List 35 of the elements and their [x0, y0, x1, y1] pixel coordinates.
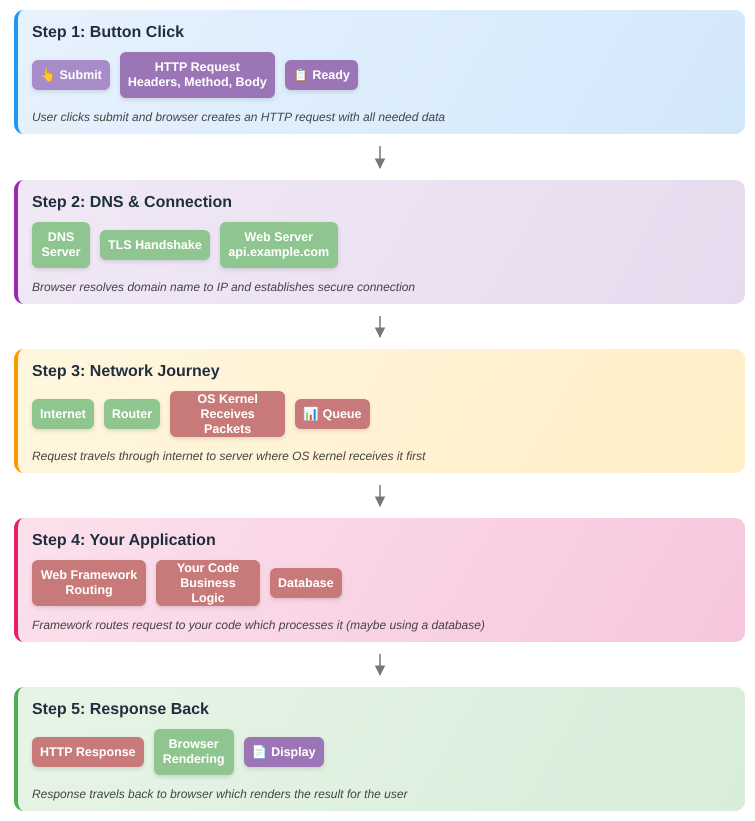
component-tag: Internet	[32, 399, 94, 429]
component-tag: TLS Handshake	[100, 230, 210, 260]
component-tag: Web Framework Routing	[32, 560, 146, 606]
card-title: Step 2: DNS & Connection	[32, 194, 232, 212]
component-tag: 📄 Display	[244, 737, 324, 767]
description-text: Framework routes request to your code which processes it (maybe using a database)	[32, 618, 485, 632]
arrow	[374, 485, 386, 508]
step-card	[14, 687, 745, 811]
card-title: Step 4: Your Application	[32, 532, 216, 550]
card-title: Step 3: Network Journey	[32, 363, 220, 381]
description-text: User clicks submit and browser creates an HTTP request with all needed data	[32, 110, 446, 124]
step-card	[14, 518, 745, 642]
arrow	[374, 316, 386, 338]
component-tag: Database	[270, 568, 342, 598]
component-tag: Router	[104, 399, 160, 429]
component-tag: HTTP Request Headers, Method, Body	[120, 52, 275, 98]
step-card	[14, 349, 745, 473]
step-card	[14, 180, 745, 304]
arrow	[374, 146, 386, 170]
component-tag: Your Code Business Logic	[156, 560, 260, 606]
card-title: Step 1: Button Click	[32, 24, 184, 42]
description-text: Request travels through internet to server where OS kernel receives it first	[32, 449, 426, 463]
component-tag: 📊 Queue	[295, 399, 370, 429]
component-tag: DNS Server	[32, 222, 90, 268]
component-tag: 📋 Ready	[284, 60, 358, 90]
component-tag: Web Server api.example.com	[220, 222, 338, 268]
description-text: Browser resolves domain name to IP and establishes secure connection	[32, 280, 416, 294]
arrow	[374, 654, 386, 676]
card-title: Step 5: Response Back	[32, 701, 209, 719]
component-tag: HTTP Response	[32, 737, 144, 767]
description-text: Response travels back to browser which renders the result for the user	[32, 787, 408, 801]
component-tag: 👆 Submit	[32, 60, 110, 90]
component-tag: OS Kernel Receives Packets	[170, 391, 286, 437]
step-card	[14, 10, 745, 134]
component-tag: Browser Rendering	[154, 729, 234, 775]
